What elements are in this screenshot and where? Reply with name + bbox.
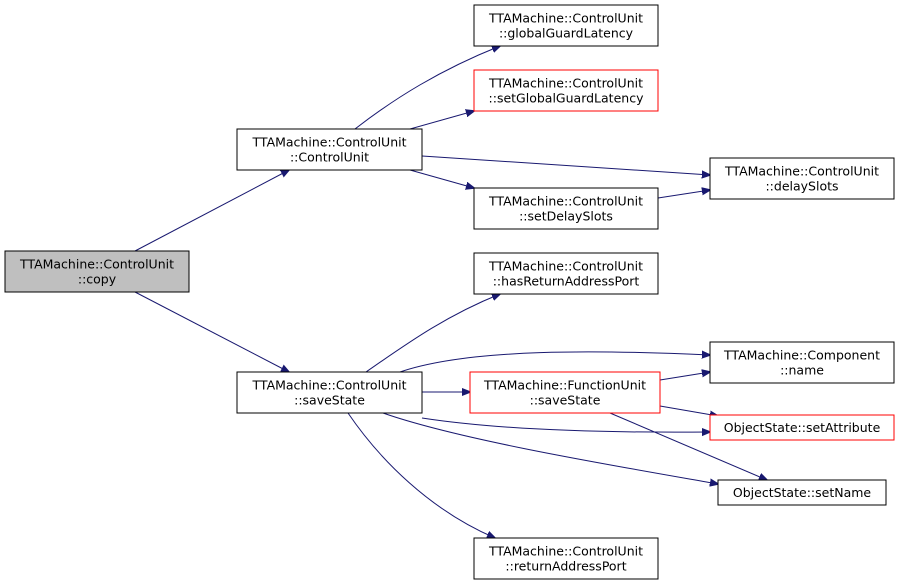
- node-componentName[interactable]: TTAMachine::Component::name: [709, 341, 895, 384]
- node-hasReturnAddressPort[interactable]: TTAMachine::ControlUnit::hasReturnAddres…: [473, 252, 659, 295]
- node-label-line: ::delaySlots: [765, 179, 838, 194]
- nodes-layer: TTAMachine::ControlUnit::copyTTAMachine:…: [4, 4, 895, 580]
- node-box: [473, 69, 659, 112]
- edge-saveState-to-setAttribute: [421, 417, 710, 432]
- node-label-line: TTAMachine::ControlUnit: [488, 11, 643, 26]
- node-fuSaveState[interactable]: TTAMachine::FunctionUnit::saveState: [469, 371, 661, 414]
- node-ctor[interactable]: TTAMachine::ControlUnit::ControlUnit: [236, 128, 423, 171]
- node-box: [473, 4, 659, 47]
- node-label-line: ::setGlobalGuardLatency: [489, 91, 645, 106]
- edge-copy-to-ctor: [134, 170, 289, 252]
- node-box: [473, 252, 659, 295]
- node-label-line: TTAMachine::ControlUnit: [251, 378, 406, 393]
- edge-copy-to-saveState: [134, 291, 289, 372]
- node-label-line: ::ControlUnit: [290, 150, 369, 165]
- node-label-line: ObjectState::setAttribute: [724, 420, 881, 435]
- node-setGlobalGuardLatency[interactable]: TTAMachine::ControlUnit::setGlobalGuardL…: [473, 69, 659, 112]
- node-box: [469, 371, 661, 414]
- edge-saveState-to-setName: [382, 412, 718, 484]
- node-returnAddressPort[interactable]: TTAMachine::ControlUnit::returnAddressPo…: [473, 537, 659, 580]
- node-box: [473, 537, 659, 580]
- node-setAttribute[interactable]: ObjectState::setAttribute: [709, 414, 895, 441]
- node-saveState[interactable]: TTAMachine::ControlUnit::saveState: [236, 371, 423, 414]
- node-label-line: ::setDelaySlots: [519, 209, 613, 224]
- node-label-line: ::copy: [78, 272, 117, 287]
- node-label-line: TTAMachine::Component: [723, 348, 880, 363]
- node-label-line: TTAMachine::ControlUnit: [488, 76, 643, 91]
- edge-setDelaySlots-to-delaySlots: [657, 190, 710, 199]
- node-box: [709, 157, 895, 200]
- node-label-line: TTAMachine::ControlUnit: [488, 259, 643, 274]
- edge-saveState-to-returnAddressPort: [347, 412, 495, 538]
- node-delaySlots[interactable]: TTAMachine::ControlUnit::delaySlots: [709, 157, 895, 200]
- node-label-line: ObjectState::setName: [733, 485, 872, 500]
- node-label-line: TTAMachine::ControlUnit: [488, 544, 643, 559]
- node-setName[interactable]: ObjectState::setName: [717, 479, 887, 506]
- edge-saveState-to-componentName: [399, 352, 710, 373]
- node-box: [473, 187, 659, 230]
- edge-ctor-to-setGlobalGuardLatency: [409, 111, 474, 130]
- node-label-line: ::returnAddressPort: [505, 559, 626, 574]
- edge-fuSaveState-to-setName: [609, 412, 767, 480]
- node-box: [709, 341, 895, 384]
- node-copy[interactable]: TTAMachine::ControlUnit::copy: [4, 250, 190, 293]
- node-box: [236, 128, 423, 171]
- edge-ctor-to-setDelaySlots: [409, 169, 474, 188]
- node-label-line: ::name: [780, 363, 824, 378]
- node-label-line: TTAMachine::ControlUnit: [251, 135, 406, 150]
- node-box: [236, 371, 423, 414]
- node-globalGuardLatency[interactable]: TTAMachine::ControlUnit::globalGuardLate…: [473, 4, 659, 47]
- node-box: [717, 479, 887, 506]
- node-box: [4, 250, 190, 293]
- node-label-line: TTAMachine::ControlUnit: [724, 164, 879, 179]
- edge-fuSaveState-to-setAttribute: [659, 405, 718, 416]
- edge-ctor-to-delaySlots: [421, 155, 710, 175]
- edge-fuSaveState-to-componentName: [659, 372, 710, 381]
- node-box: [709, 414, 895, 441]
- node-label-line: TTAMachine::ControlUnit: [19, 257, 174, 272]
- node-label-line: ::hasReturnAddressPort: [493, 274, 640, 289]
- node-setDelaySlots[interactable]: TTAMachine::ControlUnit::setDelaySlots: [473, 187, 659, 230]
- edge-saveState-to-hasReturnAddressPort: [365, 294, 500, 373]
- node-label-line: TTAMachine::ControlUnit: [488, 194, 643, 209]
- node-label-line: ::globalGuardLatency: [499, 26, 634, 41]
- node-label-line: TTAMachine::FunctionUnit: [483, 378, 646, 393]
- node-label-line: ::saveState: [530, 393, 601, 408]
- edge-ctor-to-globalGuardLatency: [354, 46, 500, 130]
- node-label-line: ::saveState: [294, 393, 365, 408]
- edges-layer: [134, 46, 767, 538]
